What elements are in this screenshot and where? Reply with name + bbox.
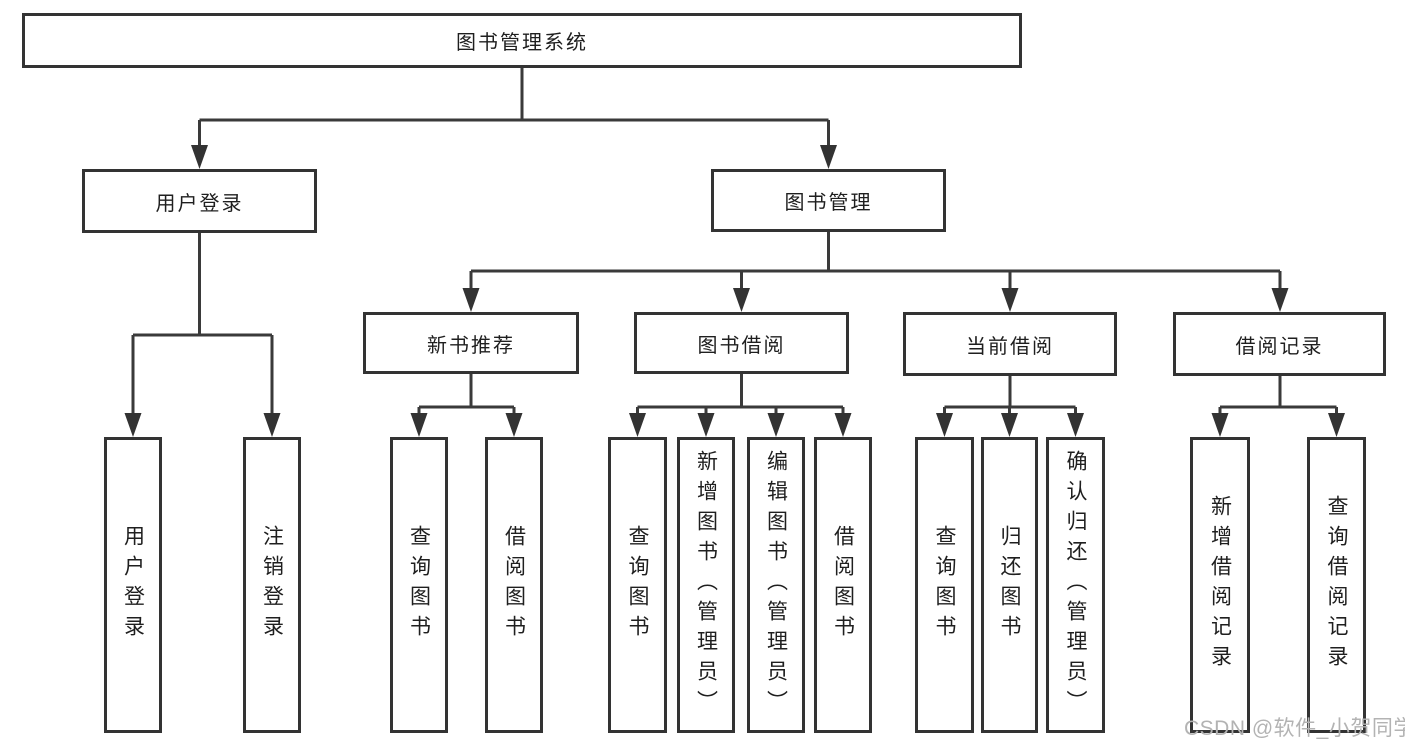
leaf-borrow-books-recommend: 借阅图书 — [485, 437, 543, 733]
leaf-return-books: 归还图书 — [981, 437, 1038, 733]
node-label: 编辑图书（管理员） — [764, 450, 788, 720]
arrowheads — [124, 145, 1345, 437]
leaf-add-borrow-record: 新增借阅记录 — [1190, 437, 1250, 733]
node-label: 借阅图书 — [502, 525, 526, 645]
node-label: 查询图书 — [626, 525, 649, 645]
node-label: 查询借阅记录 — [1325, 495, 1348, 675]
node-new-book-recommend: 新书推荐 — [363, 312, 579, 374]
node-label: 新增借阅记录 — [1208, 495, 1232, 675]
node-label: 用户登录 — [155, 192, 244, 215]
node-user-login-branch: 用户登录 — [82, 169, 317, 233]
node-label: 用户登录 — [121, 525, 145, 645]
node-label: 新书推荐 — [427, 334, 515, 357]
leaf-query-books-recommend: 查询图书 — [390, 437, 448, 733]
node-label: 图书借阅 — [697, 334, 786, 357]
node-label: 借阅记录 — [1235, 335, 1324, 358]
node-current-borrowing: 当前借阅 — [903, 312, 1117, 376]
node-library-system-root: 图书管理系统 — [22, 13, 1022, 68]
node-label: 图书管理系统 — [456, 32, 588, 54]
node-label: 归还图书 — [998, 525, 1021, 645]
csdn-watermark: CSDN @软件_小贺同学 — [1184, 717, 1405, 740]
node-borrowing-records: 借阅记录 — [1173, 312, 1386, 376]
node-label: 借阅图书 — [831, 525, 855, 645]
node-book-borrowing: 图书借阅 — [634, 312, 849, 374]
leaf-query-borrow-record: 查询借阅记录 — [1307, 437, 1366, 733]
leaf-confirm-return-admin: 确认归还（管理员） — [1046, 437, 1105, 733]
node-label: 确认归还（管理员） — [1064, 450, 1087, 720]
node-label: 图书管理 — [784, 192, 873, 214]
leaf-query-books-borrowing: 查询图书 — [608, 437, 667, 733]
node-book-management-branch: 图书管理 — [711, 169, 946, 232]
leaf-query-books-current: 查询图书 — [915, 437, 974, 733]
leaf-user-login: 用户登录 — [104, 437, 162, 733]
node-label: 当前借阅 — [966, 335, 1054, 358]
node-label: 注销登录 — [260, 525, 284, 645]
leaf-add-books-admin: 新增图书（管理员） — [677, 437, 735, 733]
leaf-borrow-books-borrowing: 借阅图书 — [814, 437, 872, 733]
node-label: 查询图书 — [407, 525, 431, 645]
leaf-edit-books-admin: 编辑图书（管理员） — [747, 437, 805, 733]
leaf-logout: 注销登录 — [243, 437, 301, 733]
node-label: 新增图书（管理员） — [694, 450, 718, 720]
node-label: 查询图书 — [933, 525, 956, 645]
